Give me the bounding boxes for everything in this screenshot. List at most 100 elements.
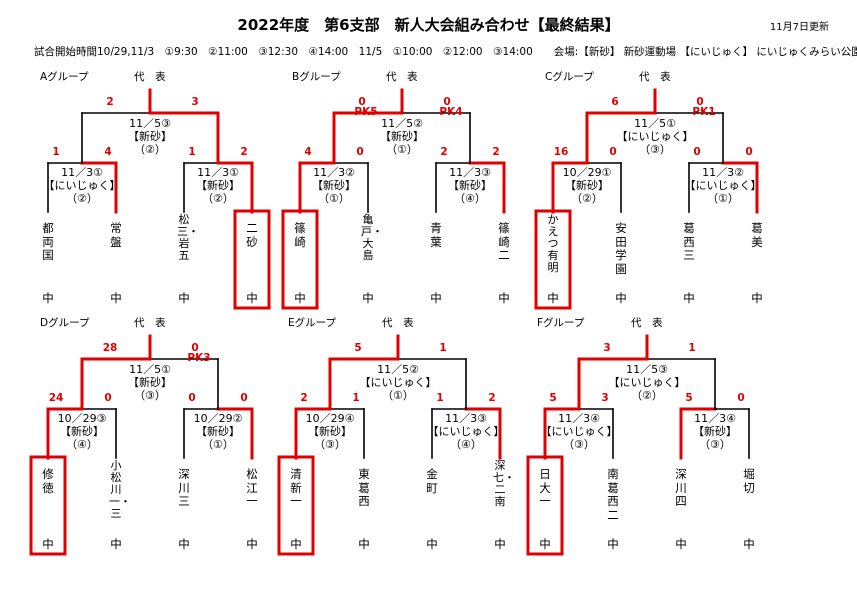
group-representative-label: 代 表 [631,317,663,329]
score-semi_r-left: 5 [685,392,693,404]
match-semi_r-l3: （④） [454,192,486,205]
team-suffix: 中 [675,537,687,551]
score-final-left: 5 [354,342,362,354]
score-final-right: 0 [443,96,451,108]
champion-box [233,209,271,310]
match-final-l2: 【にいじゅく】 [359,376,437,389]
score-final-right: 0 [696,96,704,108]
team-name: 深川三 [178,467,190,508]
score-final-right: 1 [688,342,696,354]
team-suffix: 中 [358,537,370,551]
match-semi_r-l2: 【にいじゅく】 [684,179,762,192]
team-suffix: 中 [178,291,190,305]
score-semi_r-left: 1 [188,146,196,158]
champion-box [281,209,319,310]
team-suffix: 中 [607,537,619,551]
score-semi_l-right: 0 [104,392,112,404]
team-name: 松江一 [246,467,258,508]
team-suffix: 中 [539,537,551,551]
score-final-right: 3 [191,96,199,108]
group-representative-label: 代 表 [639,71,671,83]
score-semi_l-right: 0 [609,146,617,158]
team-suffix: 中 [178,537,190,551]
team-suffix: 中 [751,291,763,305]
match-semi_l-l3: （②） [66,192,98,205]
team-name: 堀切 [743,467,755,495]
match-semi_l-l2: 【新砂】 [312,179,356,192]
score-final-left: 3 [603,342,611,354]
score-final-left: 6 [611,96,619,108]
score-semi_r-right: 2 [240,146,248,158]
match-semi_l-l2: 【新砂】 [565,179,609,192]
match-final-l3: （③） [134,389,166,402]
team-name: 二砂 [246,221,258,249]
team-name: 松三・岩五 [177,213,199,262]
match-semi_l-l1: 11／3② [313,166,355,179]
match-final-l2: 【にいじゅく】 [608,376,686,389]
group-representative-label: 代 表 [386,71,418,83]
team-suffix: 中 [362,291,374,305]
match-semi_r-l2: 【にいじゅく】 [427,425,505,438]
team-suffix: 中 [290,537,302,551]
match-final-l2: 【にいじゅく】 [616,130,694,143]
match-semi_r-l1: 11／3③ [445,412,487,425]
team-name: 修徳 [42,467,54,495]
match-semi_l-l2: 【新砂】 [308,425,352,438]
match-semi_r-l1: 11／3④ [694,412,736,425]
team-suffix: 中 [42,291,54,305]
match-final-l3: （②） [631,389,663,402]
team-name: 篠崎 [294,221,306,249]
score-semi_l-right: 0 [356,146,364,158]
match-semi_l-l1: 11／3④ [558,412,600,425]
score-semi_r-left: 1 [436,392,444,404]
match-semi_l-l1: 10／29④ [305,412,355,425]
page-title: 2022年度 第6支部 新人大会組み合わせ【最終結果】 [237,16,620,34]
match-semi_r-l2: 【新砂】 [448,179,492,192]
score-semi_r-left: 0 [188,392,196,404]
team-suffix: 中 [246,291,258,305]
team-suffix: 中 [683,291,695,305]
score-semi_l-right: 1 [352,392,360,404]
updated-date: 11月7日更新 [769,22,829,33]
team-suffix: 中 [615,291,627,305]
group-name: Fグループ [537,317,585,329]
group-name: Dグループ [40,317,90,329]
team-suffix: 中 [430,291,442,305]
score-semi_l-right: 3 [601,392,609,404]
match-final-l3: （①） [386,143,418,156]
score-semi_r-left: 2 [440,146,448,158]
match-semi_l-l2: 【新砂】 [60,425,104,438]
champion-box [29,455,67,556]
match-semi_r-l3: （④） [450,438,482,451]
team-name: 東葛西 [358,467,370,508]
match-semi_l-l3: （④） [66,438,98,451]
match-semi_l-l3: （③） [563,438,595,451]
match-semi_l-l3: （③） [314,438,346,451]
match-final-l1: 11／5③ [626,363,668,376]
match-semi_r-l3: （②） [202,192,234,205]
pk-final-right: PK4 [439,106,463,118]
team-suffix: 中 [494,537,506,551]
match-final-l2: 【新砂】 [128,130,172,143]
team-suffix: 中 [294,291,306,305]
group-representative-label: 代 表 [134,71,166,83]
team-name: 金町 [426,467,438,495]
match-final-l3: （③） [639,143,671,156]
team-name: 篠崎二 [498,221,510,262]
score-final-right: 1 [439,342,447,354]
score-semi_r-right: 2 [492,146,500,158]
score-final-right: 0 [191,342,199,354]
team-name: 小松川一・三 [109,459,131,520]
team-suffix: 中 [42,537,54,551]
team-name: 亀戸・大島 [361,213,383,262]
group-name: Bグループ [292,71,341,83]
schedule-info: 試合開始時間10/29,11/3 ①9:30 ②11:00 ③12:30 ④14… [34,46,857,58]
match-semi_r-l3: （③） [699,438,731,451]
score-final-left: 28 [102,342,118,354]
team-name: 葛西三 [683,221,695,262]
score-semi_l-left: 24 [48,392,64,404]
group-name: Aグループ [40,71,89,83]
team-name: 都両国 [42,221,54,262]
group-representative-label: 代 表 [382,317,414,329]
score-semi_r-right: 0 [240,392,248,404]
